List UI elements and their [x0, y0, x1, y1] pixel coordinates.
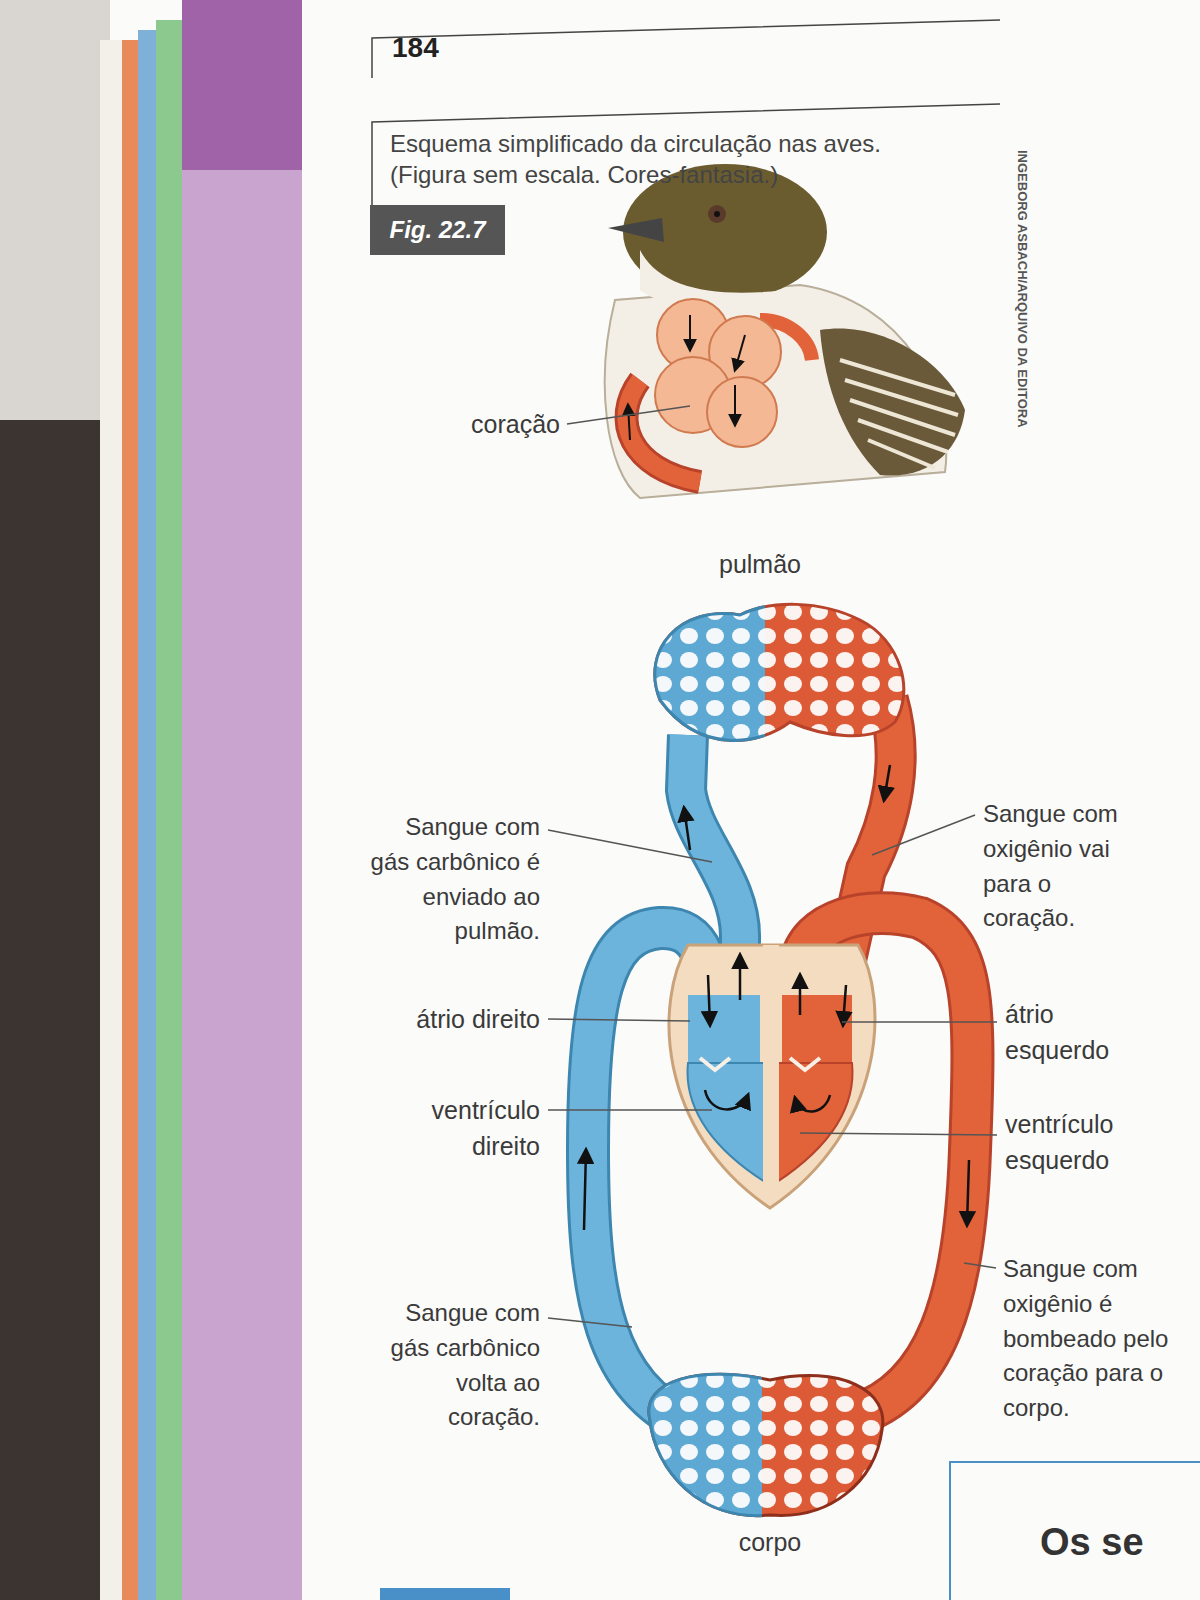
figure-tag: Fig. 22.7 — [370, 205, 505, 255]
heart-illustration — [669, 945, 875, 1208]
part-label: ventrículo esquerdo — [1005, 1106, 1155, 1179]
callout-text: Sangue com oxigênio vai para o coração. — [983, 797, 1148, 936]
leader-lines — [548, 406, 997, 1327]
part-label: átrio esquerdo — [1005, 996, 1155, 1069]
section-heading: Os se — [1040, 1520, 1144, 1566]
background — [0, 0, 110, 420]
blood-vessels — [588, 700, 972, 1425]
figure-tag — [370, 205, 505, 255]
next-section-box — [950, 1462, 1200, 1600]
callout-text: Sangue com gás carbônico volta ao coraçã… — [364, 1296, 540, 1435]
part-label: ventrículo direito — [395, 1092, 540, 1165]
background — [0, 0, 110, 1600]
callout-text: Sangue com gás carbônico é enviado ao pu… — [364, 810, 540, 949]
page-edge — [156, 20, 182, 1600]
flow-arrows — [584, 765, 969, 1230]
margin-band — [182, 0, 302, 1600]
part-label: pulmão — [690, 546, 830, 582]
part-label: corpo — [700, 1524, 840, 1560]
margin-band — [182, 0, 302, 170]
section-bar — [380, 1588, 510, 1600]
frame-line — [372, 20, 1000, 78]
part-label: átrio direito — [340, 1001, 540, 1037]
page-edge — [122, 40, 138, 1600]
lung-capillaries — [655, 604, 904, 740]
part-label: coração — [440, 406, 560, 442]
page-number: 184 — [392, 30, 439, 66]
credit-note: INGEBORG ASBACH/ARQUIVO DA EDITORA — [1014, 150, 1030, 428]
callout-text: Sangue com oxigênio é bombeado pelo cora… — [1003, 1252, 1195, 1426]
body-capillaries — [649, 1374, 883, 1515]
page-edge — [138, 30, 156, 1600]
page-edge — [100, 40, 122, 1600]
bird-illustration — [605, 164, 965, 498]
figure-caption: Esquema simplificado da circulação nas a… — [390, 128, 960, 190]
